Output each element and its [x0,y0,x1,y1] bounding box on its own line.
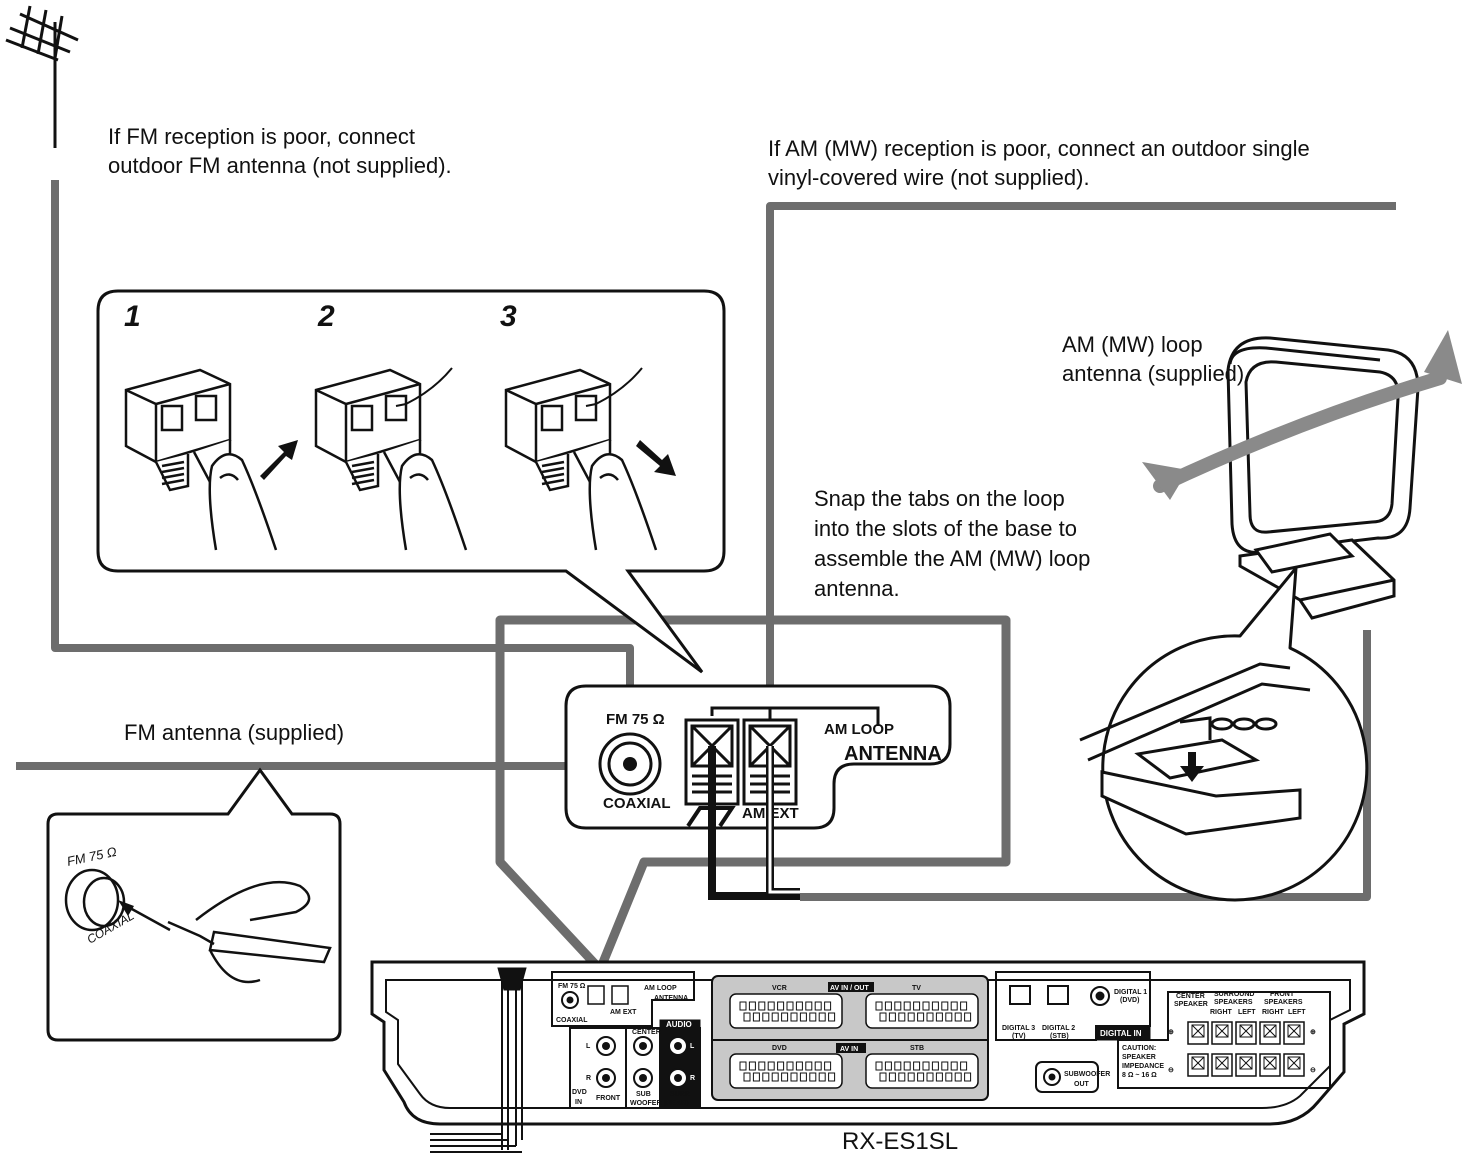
svg-text:⊖: ⊖ [1168,1067,1174,1074]
svg-text:FRONT: FRONT [596,1095,621,1102]
spring-terminal-step-2 [314,367,468,551]
svg-text:AV IN / OUT: AV IN / OUT [830,985,869,992]
svg-text:CAUTION:: CAUTION: [1122,1045,1156,1052]
svg-text:L: L [690,1043,695,1050]
fm-supplied-caption: FM antenna (supplied) [124,720,345,745]
fm-connector-inset: FM 75 Ω COAXIAL [46,767,342,1042]
svg-text:DIGITAL 1: DIGITAL 1 [1114,989,1147,996]
svg-text:⊕: ⊕ [1310,1029,1316,1036]
svg-text:CENTER: CENTER [1176,993,1205,1000]
svg-text:AM LOOP: AM LOOP [644,985,677,992]
svg-text:LEFT: LEFT [1288,1009,1306,1016]
svg-text:8 Ω ~ 16 Ω: 8 Ω ~ 16 Ω [1122,1072,1157,1079]
svg-text:(TV): (TV) [1012,1033,1026,1040]
antenna-terminal-panel: FM 75 Ω COAXIAL AM LOOP ANTENNA AM EXT [564,684,952,830]
loop-snap-detail [1079,566,1369,902]
model-name: RX-ES1SL [842,1128,959,1155]
svg-text:RIGHT: RIGHT [1262,1009,1285,1016]
svg-text:SPEAKERS: SPEAKERS [1214,999,1253,1006]
svg-text:SPEAKER: SPEAKER [1174,1001,1208,1008]
svg-text:SURROUND: SURROUND [1214,991,1254,998]
loop-antenna-caption: AM (MW) loop antenna (supplied) [1062,332,1245,386]
loop-antenna-wire [800,630,1371,901]
svg-text:R: R [586,1075,591,1082]
rotation-arrow-icon [1142,330,1462,500]
rear-panel-labels: FM 75 Ω COAXIAL AM LOOP ANTENNA AM EXT C… [556,982,1316,1107]
svg-text:VCR: VCR [772,985,787,992]
svg-text:FRONT: FRONT [1270,991,1295,998]
svg-text:SUBWOOFER: SUBWOOFER [1064,1071,1110,1078]
svg-text:SURR: SURR [670,1091,690,1098]
svg-text:⊕: ⊕ [1168,1029,1174,1036]
step-1-number: 1 [124,300,141,333]
svg-text:SPEAKERS: SPEAKERS [1264,999,1303,1006]
svg-text:WOOFER: WOOFER [630,1100,662,1107]
svg-text:COAXIAL: COAXIAL [603,795,671,812]
outdoor-fm-antenna-icon [5,5,79,148]
svg-text:RIGHT: RIGHT [1210,1009,1233,1016]
snap-tabs-caption: Snap the tabs on the loop into the slots… [814,486,1091,601]
svg-text:ANTENNA: ANTENNA [844,743,942,765]
svg-text:⊖: ⊖ [1310,1067,1316,1074]
spring-terminal-step-1 [124,368,298,551]
svg-text:TV: TV [912,985,921,992]
svg-text:LEFT: LEFT [1238,1009,1256,1016]
svg-text:DVD: DVD [572,1089,587,1096]
svg-text:CENTER: CENTER [632,1029,661,1036]
svg-text:STB: STB [910,1045,924,1052]
zoom-frame [495,615,1011,969]
spring-terminal-step-3 [504,367,676,551]
step-2-number: 2 [318,300,335,333]
svg-text:IMPEDANCE: IMPEDANCE [1122,1063,1164,1070]
svg-text:ANTENNA: ANTENNA [654,995,688,1002]
svg-text:(DVD): (DVD) [1120,997,1139,1004]
svg-text:FM 75 Ω: FM 75 Ω [558,983,586,990]
svg-text:COAXIAL: COAXIAL [556,1017,588,1024]
svg-text:SUB: SUB [636,1091,651,1098]
am-poor-caption: If AM (MW) reception is poor, connect an… [768,136,1310,190]
svg-text:OUT: OUT [1074,1081,1090,1088]
svg-text:(REAR): (REAR) [664,1100,689,1107]
fm-poor-caption: If FM reception is poor, connect outdoor… [108,124,452,178]
svg-text:AV IN: AV IN [840,1046,858,1053]
svg-text:AM LOOP: AM LOOP [824,721,894,738]
svg-text:R: R [690,1075,695,1082]
svg-text:AM EXT: AM EXT [610,1009,637,1016]
svg-text:FM 75 Ω: FM 75 Ω [606,711,665,728]
svg-text:IN: IN [575,1099,582,1106]
svg-text:(STB): (STB) [1050,1033,1069,1040]
svg-text:DIGITAL 3: DIGITAL 3 [1002,1025,1035,1032]
svg-text:DIGITAL IN: DIGITAL IN [1100,1029,1142,1038]
loop-wire-leads [708,746,800,900]
svg-text:DVD: DVD [772,1045,787,1052]
spring-terminal-drawings [124,367,676,551]
svg-text:SPEAKER: SPEAKER [1122,1054,1156,1061]
svg-text:AUDIO: AUDIO [666,1020,692,1029]
step-3-number: 3 [500,300,517,333]
outdoor-am-wire [766,202,1396,740]
receiver-rear-panel [370,960,1366,1153]
am-loop-antenna-icon [1226,336,1420,620]
svg-text:DIGITAL 2: DIGITAL 2 [1042,1025,1075,1032]
svg-text:L: L [586,1043,591,1050]
